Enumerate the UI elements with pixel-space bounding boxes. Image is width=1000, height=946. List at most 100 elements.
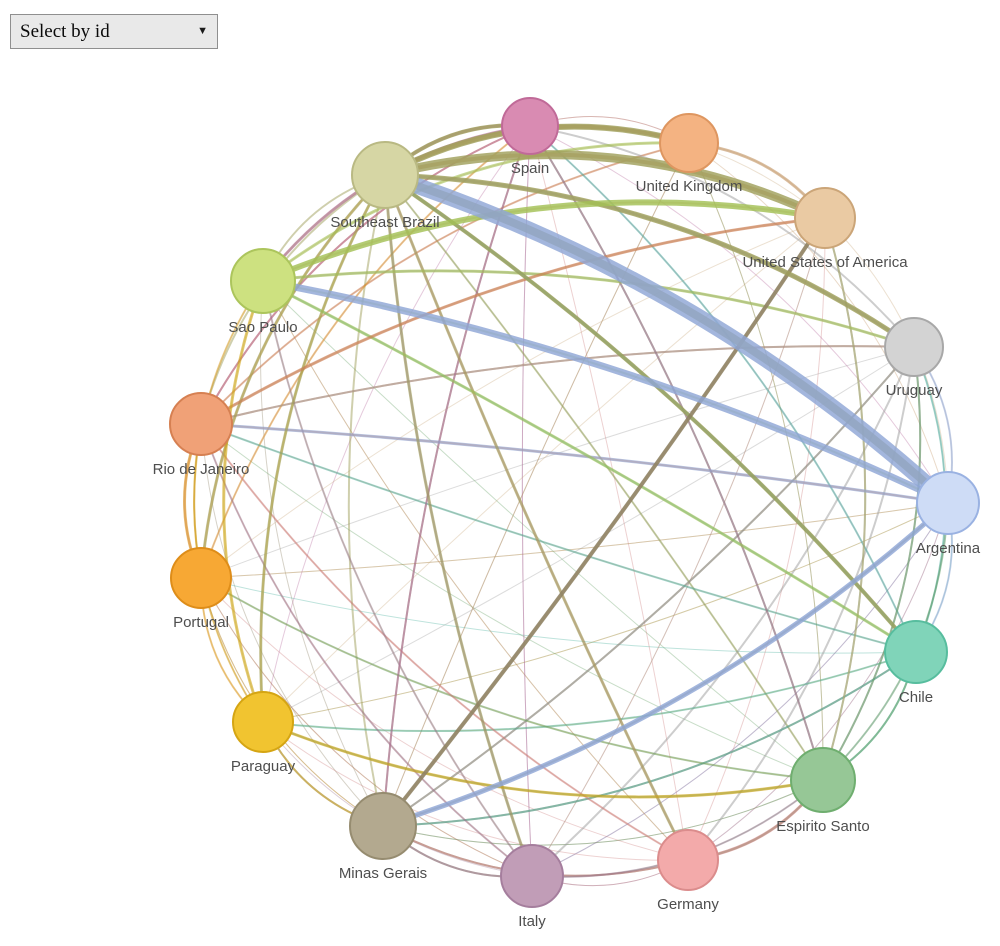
node-rio-de-janeiro[interactable] [169, 392, 233, 456]
edge-southeast-brazil-to-chile [383, 173, 918, 654]
edge-rio-de-janeiro-to-united-states-of-america [199, 216, 827, 426]
edge-southeast-brazil-to-uruguay [382, 172, 917, 350]
node-label-uruguay: Uruguay [886, 382, 943, 399]
edge-portugal-to-spain [200, 125, 531, 579]
node-italy[interactable] [500, 844, 564, 908]
edge-paraguay-to-argentina [262, 502, 949, 723]
node-chile[interactable] [884, 620, 948, 684]
node-label-rio-de-janeiro: Rio de Janeiro [153, 461, 250, 478]
node-portugal[interactable] [170, 547, 232, 609]
edge-united-states-of-america-to-italy [531, 217, 826, 877]
edge-espirito-santo-to-minas-gerais [382, 779, 824, 846]
node-united-states-of-america[interactable] [794, 187, 856, 249]
edge-united-states-of-america-to-espirito-santo [822, 217, 867, 781]
edge-argentina-to-germany [687, 502, 949, 861]
edge-espirito-santo-to-united-kingdom [688, 142, 824, 781]
edge-minas-gerais-to-espirito-santo [382, 779, 824, 846]
edge-espirito-santo-to-portugal [200, 577, 824, 781]
edge-germany-to-argentina [687, 502, 949, 861]
node-espirito-santo[interactable] [790, 747, 856, 813]
edge-italy-to-rio-de-janeiro [200, 423, 533, 877]
edge-sao-paulo-to-chile [261, 279, 918, 654]
edge-minas-gerais-to-sao-paulo [259, 280, 384, 827]
edge-uruguay-to-rio-de-janeiro [200, 345, 915, 425]
edge-southeast-brazil-to-portugal [199, 173, 387, 580]
node-label-sao-paulo: Sao Paulo [228, 319, 297, 336]
edge-argentina-to-southeast-brazil [377, 167, 956, 511]
arrowhead-icon [560, 114, 569, 121]
node-germany[interactable] [657, 829, 719, 891]
edge-germany-to-spain [529, 125, 689, 861]
edge-southeast-brazil-to-germany [383, 173, 690, 862]
edge-espirito-santo-to-rio-de-janeiro [200, 423, 824, 781]
edge-spain-to-rio-de-janeiro [200, 125, 531, 425]
node-label-portugal: Portugal [173, 614, 229, 631]
node-label-germany: Germany [657, 896, 719, 913]
edge-united-kingdom-to-espirito-santo [688, 142, 824, 781]
edge-argentina-to-portugal [200, 502, 949, 579]
edge-germany-to-paraguay [262, 721, 689, 861]
edge-minas-gerais-to-united-states-of-america [381, 216, 827, 828]
edge-argentina-to-italy [531, 502, 949, 877]
edge-germany-to-portugal [200, 577, 689, 861]
node-label-southeast-brazil: Southeast Brazil [330, 214, 439, 231]
edge-spain-to-espirito-santo [529, 125, 824, 781]
arrowhead-icon [564, 882, 573, 889]
edge-uruguay-to-spain [529, 125, 915, 348]
edge-united-kingdom-to-minas-gerais [382, 142, 690, 827]
edge-argentina-to-rio-de-janeiro [199, 422, 950, 505]
edge-uruguay-to-germany [687, 346, 915, 861]
edge-sao-paulo-to-united-kingdom [261, 141, 691, 283]
node-label-spain: Spain [511, 160, 549, 177]
edge-united-states-of-america-to-paraguay [262, 217, 826, 723]
edge-minas-gerais-to-rio-de-janeiro [200, 423, 384, 827]
edge-southeast-brazil-to-espirito-santo [384, 174, 824, 781]
node-paraguay[interactable] [232, 691, 294, 753]
edge-argentina-to-sao-paulo [259, 277, 952, 507]
edge-southeast-brazil-to-italy [383, 173, 534, 878]
node-southeast-brazil[interactable] [351, 141, 419, 209]
edge-italy-to-sao-paulo [262, 280, 533, 877]
edge-italy-to-argentina [531, 502, 949, 877]
node-spain[interactable] [501, 97, 559, 155]
edge-spain-to-argentina [529, 125, 949, 504]
edge-italy-to-portugal [200, 577, 533, 877]
node-label-paraguay: Paraguay [231, 758, 296, 775]
node-label-united-states-of-america: United States of America [742, 254, 908, 271]
edge-germany-to-rio-de-janeiro [200, 423, 689, 861]
select-by-id-label: Select by id [20, 20, 110, 42]
node-united-kingdom[interactable] [659, 113, 719, 173]
edge-sao-paulo-to-united-states-of-america [260, 199, 828, 284]
node-minas-gerais[interactable] [349, 792, 417, 860]
node-label-minas-gerais: Minas Gerais [339, 865, 427, 882]
edge-portugal-to-argentina [200, 502, 949, 579]
node-label-italy: Italy [518, 913, 546, 930]
node-label-argentina: Argentina [916, 540, 981, 557]
edge-argentina-to-minas-gerais [380, 500, 951, 829]
edge-sao-paulo-to-germany [262, 280, 689, 861]
edge-chile-to-portugal [200, 577, 917, 654]
node-argentina[interactable] [916, 471, 980, 535]
select-by-id-dropdown[interactable]: Select by id ▼ [10, 14, 218, 49]
edge-united-states-of-america-to-portugal [200, 217, 826, 579]
edge-sao-paulo-to-uruguay [261, 269, 916, 349]
edge-southeast-brazil-to-united-states-of-america [380, 150, 830, 223]
edge-italy-to-southeast-brazil [384, 174, 533, 877]
edge-chile-to-paraguay [262, 651, 917, 733]
edge-rio-de-janeiro-to-united-kingdom [200, 142, 690, 425]
edge-portugal-to-italy [200, 577, 533, 877]
edge-germany-to-sao-paulo [262, 280, 689, 861]
node-label-chile: Chile [899, 689, 933, 706]
node-uruguay[interactable] [884, 317, 944, 377]
edge-espirito-santo-to-uruguay [822, 346, 922, 781]
edge-paraguay-to-espirito-santo [261, 720, 825, 799]
edge-germany-to-united-states-of-america [687, 217, 826, 861]
edge-chile-to-rio-de-janeiro [200, 423, 917, 653]
node-label-united-kingdom: United Kingdom [636, 178, 743, 195]
edge-southeast-brazil-to-minas-gerais [347, 174, 386, 827]
dropdown-arrow-icon: ▼ [197, 25, 208, 37]
edge-minas-gerais-to-united-kingdom [382, 142, 690, 827]
node-sao-paulo[interactable] [230, 248, 296, 314]
